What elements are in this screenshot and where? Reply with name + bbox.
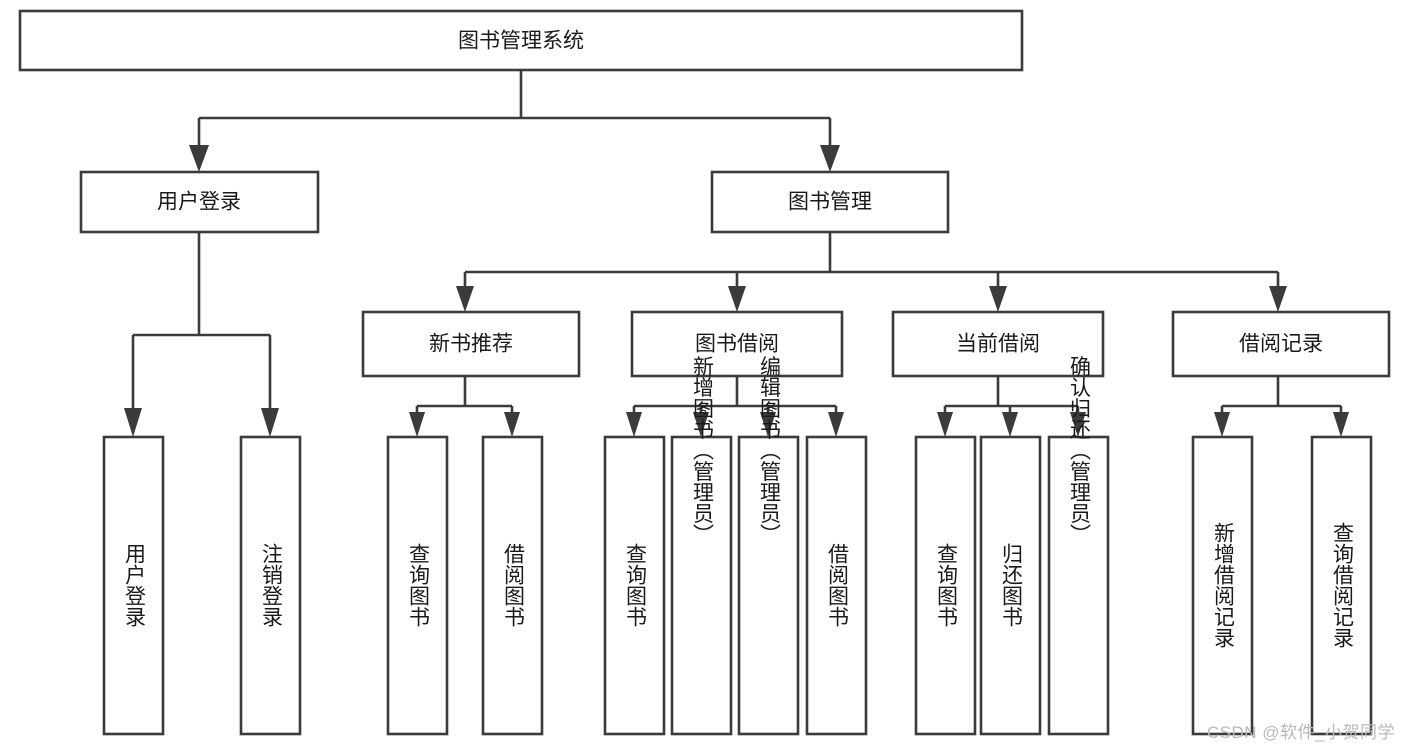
node-root-label: 图书管理系统 (458, 30, 584, 53)
node-user-login[interactable]: 用户登录 (79, 170, 320, 234)
node-leaf-query-book-current[interactable]: 查询图书 (914, 435, 977, 736)
node-current-borrow-box[interactable] (891, 310, 1105, 378)
arrow-borrow-leaf-4 (828, 412, 844, 437)
node-current-borrow[interactable]: 当前借阅 (891, 310, 1105, 378)
node-leaf-edit-book-admin-label: 编辑图书（管理员） (757, 356, 781, 545)
node-book-management-label: 图书管理 (788, 191, 872, 214)
node-root[interactable]: 图书管理系统 (18, 9, 1024, 72)
node-book-borrow[interactable]: 图书借阅 (630, 310, 844, 378)
node-leaf-user-login-box[interactable] (102, 435, 165, 736)
node-leaf-borrow-book-newbook[interactable]: 借阅图书 (481, 435, 544, 736)
node-leaf-logout[interactable]: 注销登录 (239, 435, 302, 736)
node-leaf-confirm-return-admin-label: 确认归还（管理员） (1067, 356, 1091, 545)
node-leaf-user-login-label: 用户登录 (122, 543, 146, 627)
node-leaf-borrow-book-newbook-label: 借阅图书 (501, 543, 525, 627)
arrow-user-login-leaf-1 (124, 408, 142, 437)
node-leaf-query-borrow-record-label: 查询借阅记录 (1330, 522, 1354, 648)
arrow-borrow-leaf-1 (626, 412, 642, 437)
arrow-new-book-leaf-1 (409, 412, 425, 437)
node-new-book-recommend-box[interactable] (361, 310, 581, 378)
node-leaf-logout-box[interactable] (239, 435, 302, 736)
node-leaf-query-borrow-record-box[interactable] (1310, 435, 1373, 736)
node-leaf-edit-book-admin[interactable]: 编辑图书（管理员） (737, 356, 800, 736)
arrow-book-mgmt-to-new-book (456, 286, 474, 312)
node-leaf-borrow-book-borrow-box[interactable] (805, 435, 868, 736)
connector-layer (124, 70, 1349, 437)
node-leaf-logout-label: 注销登录 (259, 543, 283, 627)
node-new-book-recommend-label: 新书推荐 (429, 333, 513, 356)
arrow-records-leaf-1 (1214, 412, 1230, 437)
node-leaf-add-borrow-record-box[interactable] (1191, 435, 1254, 736)
node-leaf-return-book-box[interactable] (979, 435, 1042, 736)
node-borrow-records[interactable]: 借阅记录 (1171, 310, 1391, 378)
arrow-current-leaf-3 (1070, 412, 1086, 437)
arrow-user-login-leaf-2 (261, 408, 279, 437)
node-leaf-query-book-current-label: 查询图书 (934, 543, 958, 627)
arrow-root-to-user-login (189, 145, 209, 172)
node-new-book-recommend[interactable]: 新书推荐 (361, 310, 581, 378)
arrow-current-leaf-1 (937, 412, 953, 437)
arrow-borrow-leaf-3 (760, 412, 776, 437)
node-leaf-add-borrow-record[interactable]: 新增借阅记录 (1191, 435, 1254, 736)
arrow-borrow-leaf-2 (693, 412, 709, 437)
node-leaf-borrow-book-newbook-box[interactable] (481, 435, 544, 736)
node-book-management-box[interactable] (710, 170, 950, 234)
arrow-root-to-book-mgmt (820, 145, 840, 172)
arrow-records-leaf-2 (1333, 412, 1349, 437)
node-leaf-query-book-newbook-label: 查询图书 (406, 543, 430, 627)
node-leaf-add-book-admin-label: 新增图书（管理员） (690, 356, 714, 545)
node-book-management[interactable]: 图书管理 (710, 170, 950, 234)
node-leaf-return-book-label: 归还图书 (999, 543, 1023, 627)
node-leaf-query-book-newbook-box[interactable] (386, 435, 449, 736)
node-user-login-label: 用户登录 (157, 191, 241, 214)
node-leaf-query-book-borrow-label: 查询图书 (623, 543, 647, 627)
node-leaf-edit-book-admin-box[interactable] (737, 435, 800, 736)
node-book-borrow-label: 图书借阅 (695, 333, 779, 356)
arrow-current-leaf-2 (1002, 412, 1018, 437)
node-leaf-confirm-return-admin-box[interactable] (1047, 435, 1110, 736)
arrow-book-mgmt-to-current (989, 286, 1007, 312)
node-current-borrow-label: 当前借阅 (956, 333, 1040, 356)
node-borrow-records-label: 借阅记录 (1239, 333, 1323, 356)
node-leaf-add-book-admin-box[interactable] (670, 435, 733, 736)
node-leaf-query-book-newbook[interactable]: 查询图书 (386, 435, 449, 736)
arrow-book-mgmt-to-records (1269, 286, 1287, 312)
node-leaf-borrow-book-borrow-label: 借阅图书 (825, 543, 849, 627)
node-leaf-add-borrow-record-label: 新增借阅记录 (1211, 522, 1235, 648)
node-leaf-borrow-book-borrow[interactable]: 借阅图书 (805, 435, 868, 736)
node-leaf-return-book[interactable]: 归还图书 (979, 435, 1042, 736)
arrow-new-book-leaf-2 (504, 412, 520, 437)
node-borrow-records-box[interactable] (1171, 310, 1391, 378)
node-root-box[interactable] (18, 9, 1024, 72)
node-leaf-query-borrow-record[interactable]: 查询借阅记录 (1310, 435, 1373, 736)
node-leaf-add-book-admin[interactable]: 新增图书（管理员） (670, 356, 733, 736)
node-leaf-confirm-return-admin[interactable]: 确认归还（管理员） (1047, 356, 1110, 736)
node-leaf-query-book-borrow[interactable]: 查询图书 (603, 435, 666, 736)
node-leaf-query-book-current-box[interactable] (914, 435, 977, 736)
node-leaf-user-login[interactable]: 用户登录 (102, 435, 165, 736)
arrow-book-mgmt-to-borrow (728, 286, 746, 312)
node-book-borrow-box[interactable] (630, 310, 844, 378)
node-leaf-query-book-borrow-box[interactable] (603, 435, 666, 736)
node-user-login-box[interactable] (79, 170, 320, 234)
